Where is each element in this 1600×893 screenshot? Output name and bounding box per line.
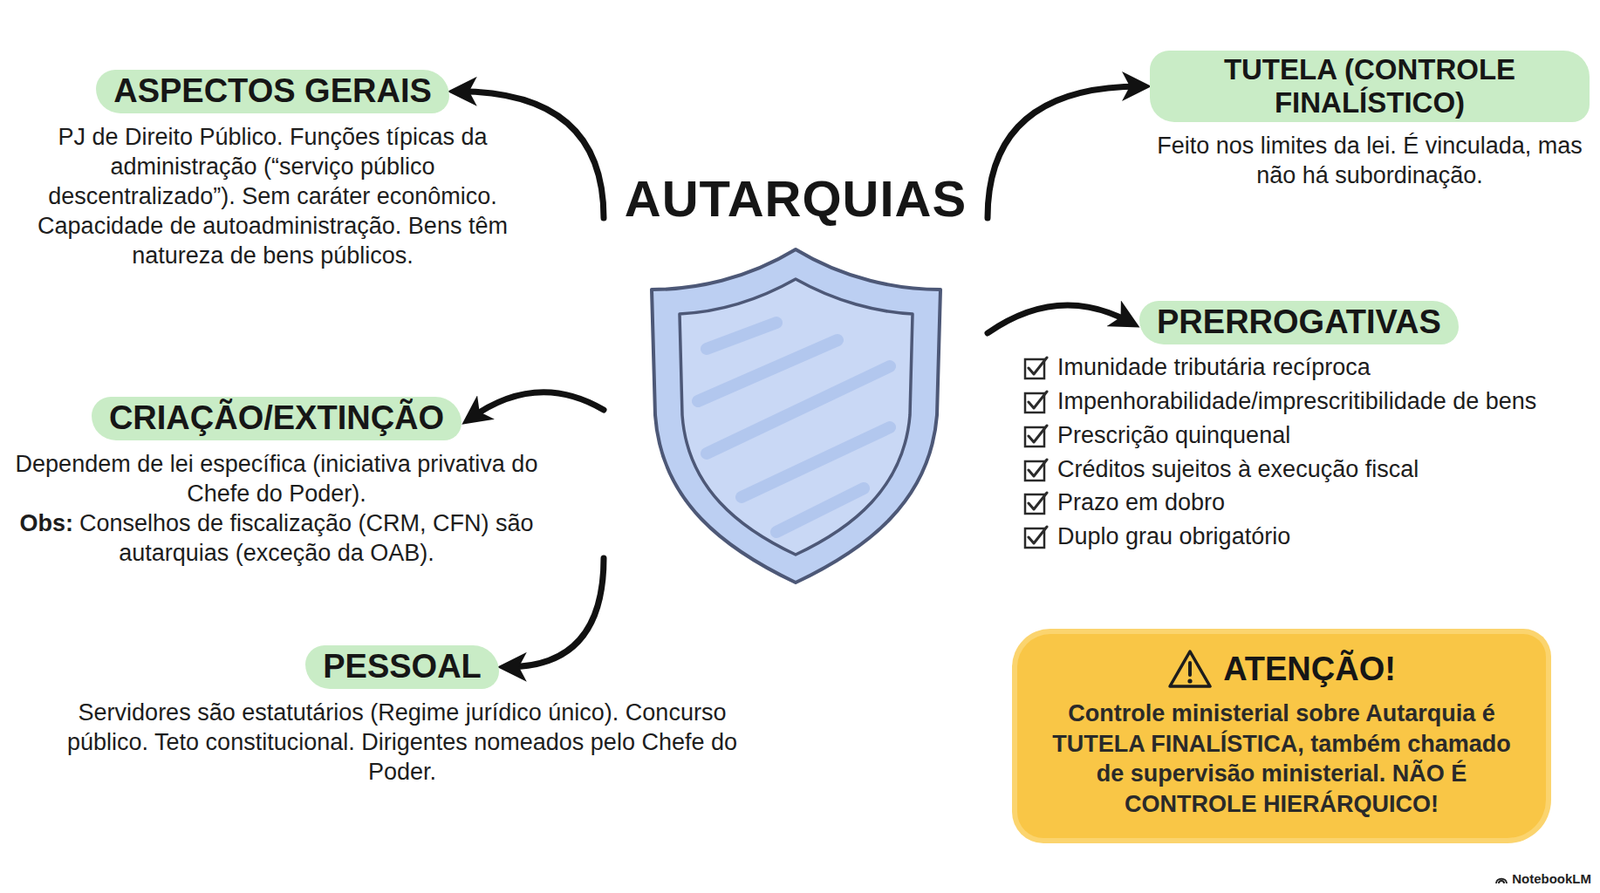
- heading-row: PRERROGATIVAS: [1022, 300, 1564, 345]
- warning-box: ATENÇÃO! Controle ministerial sobre Autar…: [1017, 634, 1546, 839]
- topic-section: CRIAÇÃO/EXTINÇÃO Dependem de lei específi…: [12, 396, 541, 568]
- credit-logo: [1494, 874, 1509, 885]
- topic-section: PRERROGATIVAS Imunidade tributária recíp…: [1022, 300, 1564, 557]
- warning-icon: [1167, 648, 1213, 691]
- topic-section: PESSOAL Servidores são estatutários (Regi…: [66, 645, 739, 787]
- central-topic: AUTARQUIAS: [603, 170, 988, 589]
- note-text: Conselhos de fiscalização (CRM, CFN) são…: [79, 510, 534, 567]
- section-text: Servidores são estatutários (Regime jurí…: [66, 697, 739, 787]
- section-heading: TUTELA (CONTROLE FINALÍSTICO): [1149, 50, 1590, 123]
- shield-illustration: [645, 244, 947, 589]
- heading-row: PESSOAL: [66, 645, 739, 690]
- section-text: PJ de Direito Público. Funções típicas d…: [26, 122, 520, 271]
- checklist-item: Impenhorabilidade/imprescritibilidade de…: [1022, 387, 1564, 417]
- checklist-text: Créditos sujeitos à execução fiscal: [1057, 455, 1419, 485]
- checklist-text: Impenhorabilidade/imprescritibilidade de…: [1057, 387, 1537, 417]
- section-heading: ASPECTOS GERAIS: [95, 69, 450, 114]
- checklist-item: Créditos sujeitos à execução fiscal: [1022, 455, 1564, 485]
- checklist-item: Prescrição quinquenal: [1022, 421, 1564, 451]
- section-heading: CRIAÇÃO/EXTINÇÃO: [91, 396, 462, 441]
- checklist-text: Imunidade tributária recíproca: [1057, 353, 1371, 383]
- section-heading: PRERROGATIVAS: [1139, 300, 1459, 345]
- checkbox-icon: [1022, 524, 1049, 551]
- note-marker: Obs:: [19, 510, 74, 537]
- checkbox-icon: [1022, 490, 1049, 517]
- watermark: NotebookLM: [1511, 871, 1592, 887]
- credit: NotebookLM: [1494, 871, 1592, 887]
- warning-heading-row: ATENÇÃO!: [1036, 648, 1527, 691]
- topic-section: TUTELA (CONTROLE FINALÍSTICO) Feito nos l…: [1149, 50, 1590, 191]
- checklist-item: Duplo grau obrigatório: [1022, 522, 1564, 552]
- heading-row: TUTELA (CONTROLE FINALÍSTICO): [1149, 50, 1590, 123]
- warning-text: Controle ministerial sobre Autarquia é T…: [1036, 698, 1527, 820]
- checkbox-icon: [1022, 389, 1049, 416]
- curved-arrow: [470, 392, 604, 419]
- heading-row: ASPECTOS GERAIS: [26, 69, 520, 114]
- section-text: Dependem de lei específica (iniciativa p…: [12, 449, 541, 509]
- checkbox-icon: [1022, 423, 1049, 450]
- checklist-text: Prescrição quinquenal: [1057, 421, 1291, 451]
- heading-row: CRIAÇÃO/EXTINÇÃO: [12, 396, 541, 441]
- curved-arrow: [987, 305, 1131, 334]
- checklist-item: Prazo em dobro: [1022, 488, 1564, 518]
- topic-section: ASPECTOS GERAIS PJ de Direito Público. Fu…: [26, 69, 520, 271]
- warning-title: ATENÇÃO!: [1223, 650, 1396, 689]
- checklist-text: Duplo grau obrigatório: [1057, 522, 1291, 552]
- checkbox-icon: [1022, 355, 1049, 382]
- note-line: Obs:Conselhos de fiscalização (CRM, CFN)…: [12, 508, 541, 568]
- checklist-item: Imunidade tributária recíproca: [1022, 353, 1564, 383]
- section-heading: PESSOAL: [305, 645, 500, 690]
- checklist-text: Prazo em dobro: [1057, 488, 1225, 518]
- curved-arrow: [987, 86, 1142, 219]
- curved-arrow: [507, 558, 604, 668]
- section-text: Feito nos limites da lei. É vinculada, m…: [1149, 130, 1590, 191]
- central-title: AUTARQUIAS: [603, 170, 988, 227]
- checkbox-icon: [1022, 457, 1049, 484]
